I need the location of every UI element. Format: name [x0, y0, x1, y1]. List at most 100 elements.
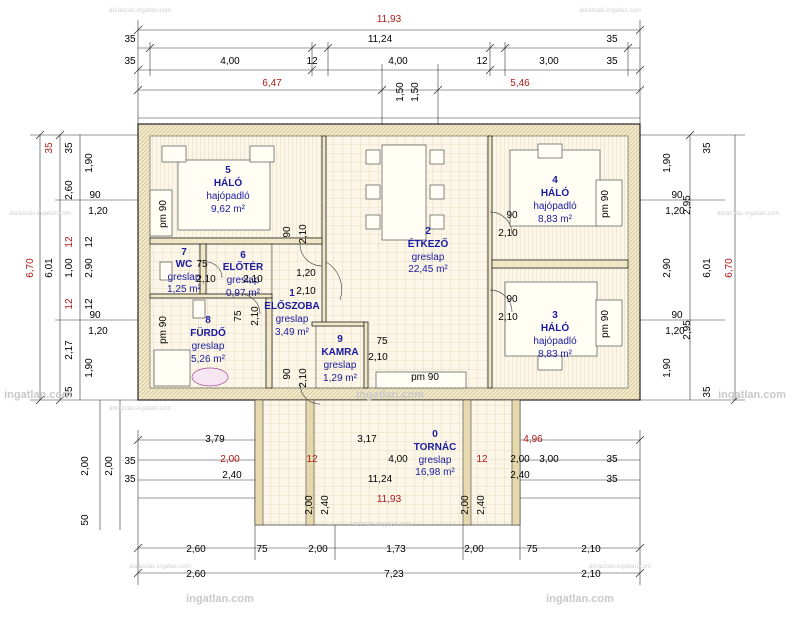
dim-bottom-edge-r2: 35: [606, 474, 618, 485]
dim-top-seg1: 4,00: [220, 56, 240, 67]
room-2: 2 ÉTKEZŐ greslap 22,45 m²: [408, 226, 449, 275]
porch: [254, 399, 521, 526]
dim-bottom-mid-r: 12: [476, 454, 488, 465]
door-label-w-1: 90: [506, 210, 518, 221]
dim-bottom-seg-a: 4,00: [388, 454, 408, 465]
dim-bottom-v200-a: 2,00: [304, 495, 315, 515]
room-number: 0: [432, 429, 438, 440]
dim-left-d4: 1,00: [64, 258, 75, 278]
dims-bottom: 3,79 3,17 4,96 35 2,00 12 4,00 12 2,00 3…: [80, 434, 618, 580]
dim-bottom-c2: 7,23: [384, 569, 404, 580]
room-material: hajópadló: [533, 201, 577, 212]
dim-bottom-h240-l: 2,40: [222, 470, 242, 481]
dim-bottom-edge-l2: 35: [124, 474, 136, 485]
dim-top-mid-2: 12: [476, 56, 488, 67]
room-number: 1: [289, 288, 295, 299]
dim-bottom-v240-a: 2,40: [320, 495, 331, 515]
room-7: 7 WC greslap 1,25 m²: [167, 247, 202, 295]
dim-bottom-h200-r: 2,00: [510, 454, 530, 465]
dim-bottom-b5: 2,00: [464, 544, 484, 555]
watermark-small: ábrázolás.ingatlan.com: [579, 8, 641, 14]
dim-bottom-v200-l: 2,00: [104, 456, 115, 476]
dim-bottom-total-inner: 11,24: [368, 474, 393, 485]
dim-right-d2-top: 2,95: [682, 195, 693, 215]
dim-top-edge-left-2: 35: [124, 56, 136, 67]
dim-bottom-b7: 2,10: [581, 544, 601, 555]
door-label-h-6: 2,10: [243, 274, 263, 285]
dimension-ticks: [35, 25, 740, 578]
dim-bottom-total-outer: 11,93: [377, 494, 402, 505]
door-label-h-2: 2,10: [498, 312, 518, 323]
dim-right-total-inner: 6,01: [702, 258, 713, 278]
dim-bottom-left-w: 3,79: [205, 434, 225, 445]
door-label-w-5: 75: [196, 259, 208, 270]
watermark-small: ábrázolás.ingatlan.com: [109, 8, 171, 14]
room-area: 8,83 m²: [538, 214, 573, 225]
dim-right-edge-1: 35: [702, 142, 713, 154]
room-material: greslap: [168, 272, 201, 283]
watermark-small: ábrázolás.ingatlan.com: [349, 522, 411, 528]
dim-top-edge-right-2: 35: [606, 56, 618, 67]
room-number: 3: [552, 310, 558, 321]
dim-left-d3: 12: [64, 236, 75, 248]
dim-left-edge-2: 35: [64, 142, 75, 154]
watermark-small: ábrázolás.ingatlan.com: [109, 406, 171, 412]
room-material: hajópadló: [533, 336, 577, 347]
room-number: 9: [337, 334, 343, 345]
room-3: 3 HÁLÓ hajópadló 8,83 m²: [533, 310, 577, 360]
dim-left-d5: 2,90: [84, 258, 95, 278]
room-4: 4 HÁLÓ hajópadló 8,83 m²: [533, 175, 577, 225]
door-label-w-7: 75: [233, 310, 244, 322]
dim-left-h120-top: 1,20: [88, 206, 108, 217]
dim-bottom-c1: 2,60: [186, 569, 206, 580]
window-label-bedroom5: pm 90: [158, 200, 169, 228]
dim-bottom-mid-l: 12: [306, 454, 318, 465]
room-8: 8 FÜRDŐ greslap 5,26 m²: [190, 315, 226, 365]
dim-bottom-h240-r: 2,40: [510, 470, 530, 481]
dim-bottom-v200-b: 2,00: [460, 495, 471, 515]
dim-bottom-b6: 75: [526, 544, 538, 555]
dim-bottom-b3: 2,00: [308, 544, 328, 555]
dim-bottom-edge-l1: 35: [124, 456, 136, 467]
watermark-small: ábrázolás.ingatlan.com: [129, 564, 191, 570]
room-name: HÁLÓ: [214, 176, 243, 189]
dim-bottom-v200-l2: 2,00: [80, 456, 91, 476]
window-label-bedroom4: pm 90: [600, 190, 611, 218]
dim-left-total-outer: 6,70: [25, 258, 36, 278]
interior-walls: [149, 135, 629, 389]
dims-top: 11,93 35 11,24 35 35 4,00 12 4,00 12 3,0…: [124, 14, 618, 102]
room-material: greslap: [192, 341, 225, 352]
room-name: ÉTKEZŐ: [408, 237, 449, 250]
dim-bottom-v240-b: 2,40: [476, 495, 487, 515]
dim-right-w90-top: 90: [671, 190, 683, 201]
dim-left-w90-bottom: 90: [89, 310, 101, 321]
room-material: greslap: [324, 360, 357, 371]
watermark-brand: ingatlan.com: [356, 389, 424, 401]
dim-top-seg2: 4,00: [388, 56, 408, 67]
door-label-h-8: 2,10: [368, 352, 388, 363]
room-name: ELŐSZOBA: [264, 299, 320, 312]
room-name: HÁLÓ: [541, 186, 570, 199]
dim-left-d6: 2,17: [64, 340, 75, 360]
dim-top-seg3: 3,00: [539, 56, 559, 67]
door-label-h-3: 2,10: [298, 224, 309, 244]
dim-right-d1b: 1,90: [662, 358, 673, 378]
dim-top-total-inner: 11,24: [368, 34, 393, 45]
room-number: 2: [425, 226, 431, 237]
door-label-w-4: 1,20: [296, 268, 316, 279]
watermark-small: ábrázolás.ingatlan.com: [589, 564, 651, 570]
dim-top-edge-right-1: 35: [606, 34, 618, 45]
door-label-h-1: 2,10: [498, 228, 518, 239]
dim-left-d3c: 12: [64, 298, 75, 310]
room-name: ELŐTÉR: [223, 260, 264, 273]
dim-left-d1b: 1,90: [84, 358, 95, 378]
dim-bottom-edge-r1: 35: [606, 454, 618, 465]
dim-top-gap-2: 1,50: [410, 82, 421, 102]
dim-top-total-outer: 11,93: [377, 14, 402, 25]
room-number: 8: [205, 315, 211, 326]
dim-left-h120-bottom: 1,20: [88, 326, 108, 337]
room-name: HÁLÓ: [541, 321, 570, 334]
door-label-w-3: 90: [282, 226, 293, 238]
watermark-small: ábrázolás.ingatlan.com: [717, 211, 779, 217]
furniture: [149, 143, 623, 389]
